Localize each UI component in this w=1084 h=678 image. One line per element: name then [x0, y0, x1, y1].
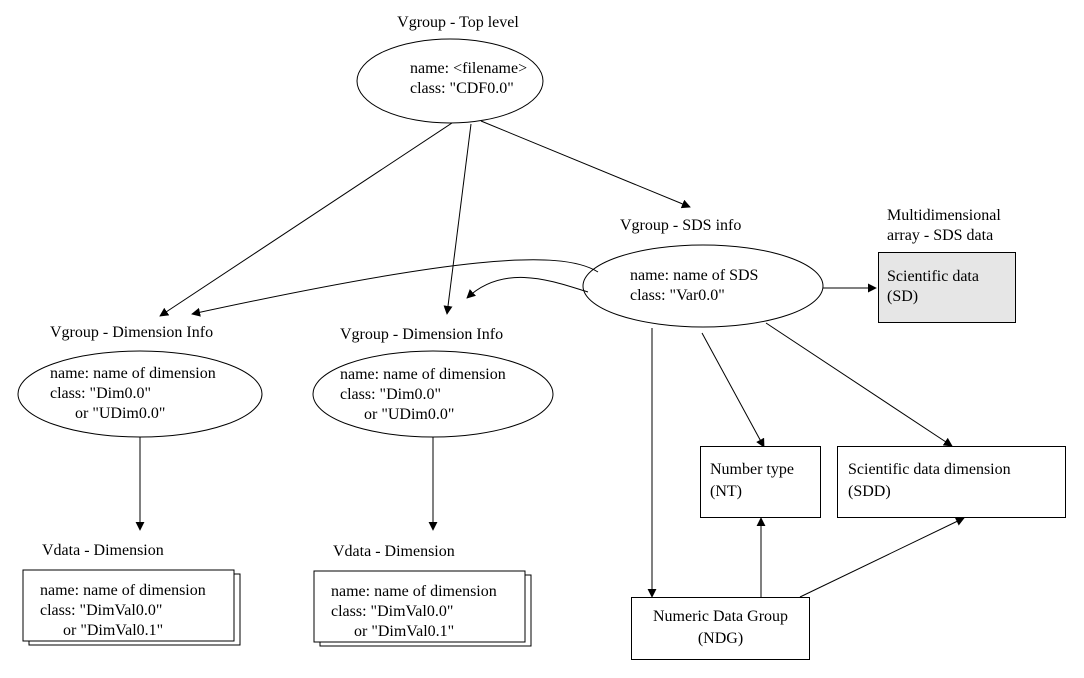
sd-box [878, 252, 1016, 323]
sd-label: Scientific data [887, 268, 979, 285]
vdata-left-caption: Vdata - Dimension [42, 542, 164, 559]
top-level-class: class: "CDF0.0" [410, 80, 514, 97]
arrow-top-to-dim-mid [443, 123, 472, 315]
sds-info-class: class: "Var0.0" [630, 287, 725, 304]
dim-left-or: or "UDim0.0" [75, 405, 166, 422]
ndg-box [631, 597, 810, 660]
sd-caption-line2: array - SDS data [887, 227, 994, 244]
sds-info-ellipse [582, 244, 824, 328]
dim-left-class: class: "Dim0.0" [50, 385, 152, 402]
sds-info-name: name: name of SDS [630, 267, 759, 284]
sdd-label: Scientific data dimension [848, 461, 1011, 478]
vdata-mid-or: or "DimVal0.1" [354, 623, 455, 640]
arrow-sds-to-nt [701, 332, 765, 448]
sd-caption-line1: Multidimensional [887, 207, 1001, 224]
dim-mid-caption: Vgroup - Dimension Info [340, 326, 504, 343]
top-level-ellipse [356, 38, 544, 124]
dim-mid-name: name: name of dimension [340, 366, 506, 383]
sds-info-caption: Vgroup - SDS info [620, 217, 742, 234]
nt-abbrev: (NT) [710, 483, 742, 500]
top-level-caption: Vgroup - Top level [397, 14, 519, 31]
dim-mid-class: class: "Dim0.0" [340, 386, 442, 403]
ndg-label: Numeric Data Group [652, 608, 789, 625]
top-level-name: name: <filename> [410, 60, 528, 77]
nt-box [700, 446, 821, 518]
ndg-abbrev: (NDG) [697, 630, 744, 647]
arrow-sds-to-dim-mid [466, 276, 589, 299]
arrow-sds-to-dim-left [191, 259, 599, 317]
sd-abbrev: (SD) [887, 288, 919, 305]
arrow-top-to-sds-info [480, 120, 691, 209]
vdata-mid-name: name: name of dimension [331, 583, 497, 600]
vdata-left-name: name: name of dimension [40, 582, 206, 599]
vdata-left-class: class: "DimVal0.0" [40, 602, 163, 619]
vdata-left-front [22, 569, 235, 642]
vdata-mid-caption: Vdata - Dimension [333, 543, 455, 560]
vdata-mid-class: class: "DimVal0.0" [331, 603, 454, 620]
vdata-mid-front [313, 570, 526, 643]
vdata-left-or: or "DimVal0.1" [63, 622, 164, 639]
dim-left-name: name: name of dimension [50, 365, 216, 382]
sdd-abbrev: (SDD) [848, 483, 891, 500]
arrow-top-to-dim-left [159, 122, 453, 317]
arrow-ndg-to-sdd [799, 517, 965, 598]
sdd-box [837, 446, 1066, 518]
dim-left-caption: Vgroup - Dimension Info [50, 324, 214, 341]
arrow-sds-to-sdd [765, 322, 953, 447]
nt-label: Number type [710, 461, 794, 478]
dim-mid-or: or "UDim0.0" [364, 406, 455, 423]
